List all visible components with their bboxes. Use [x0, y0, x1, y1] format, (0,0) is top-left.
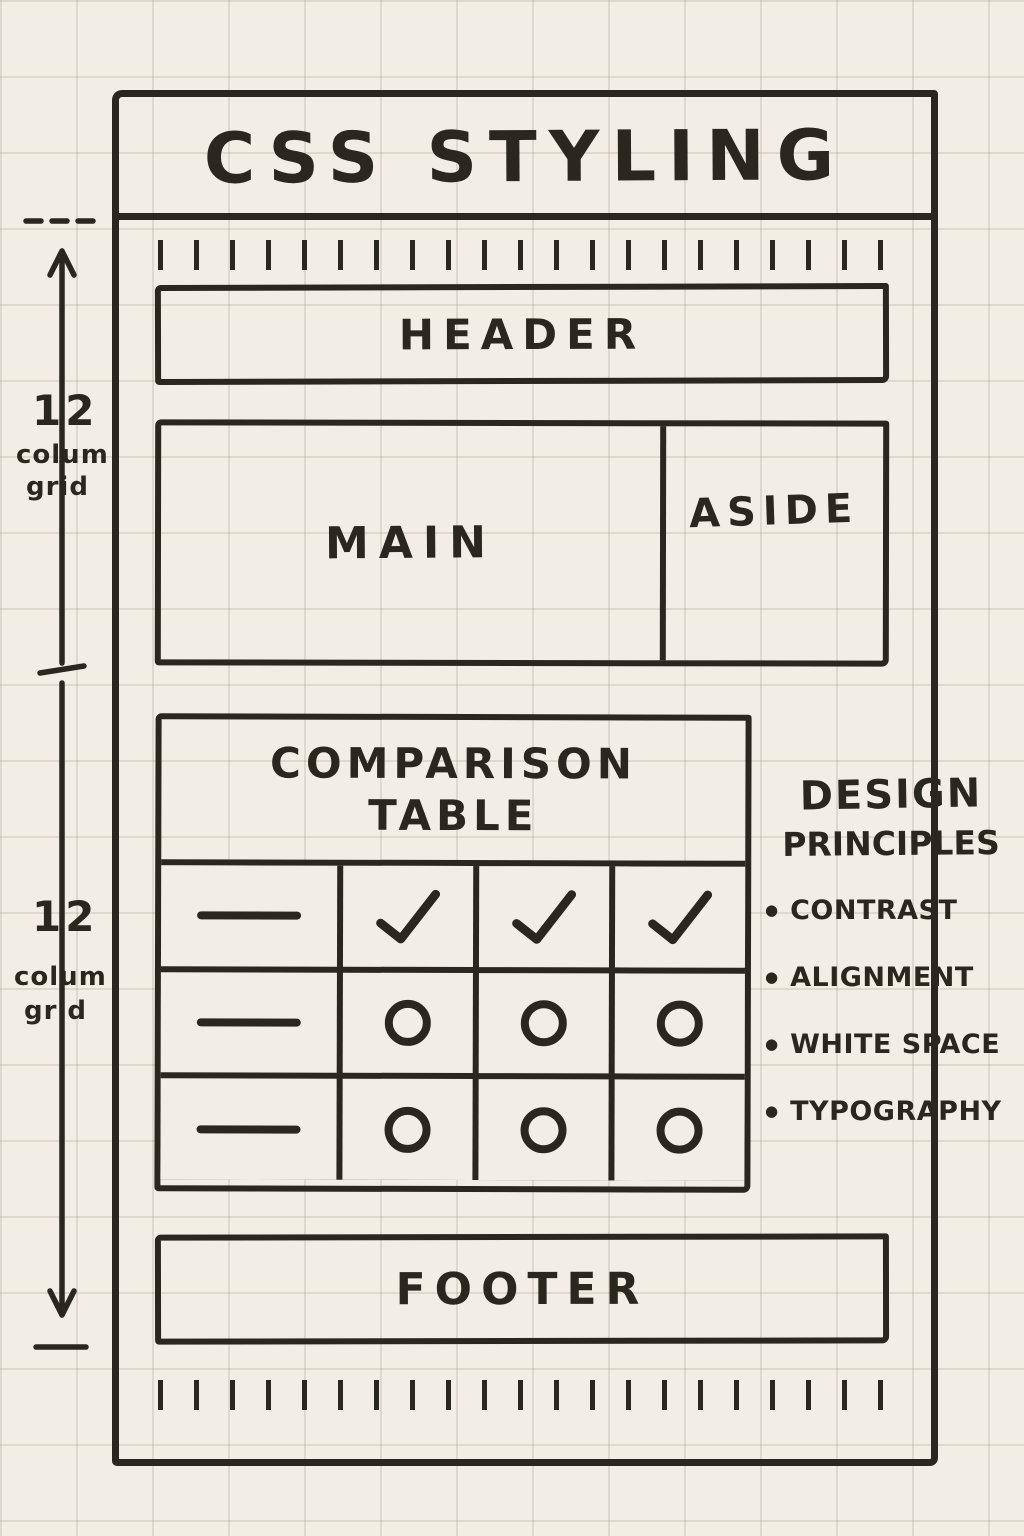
- table-cell-r1c2: [342, 865, 474, 967]
- circle-icon: [520, 1106, 567, 1153]
- list-item: ● ALIGNMENT: [765, 962, 1017, 993]
- arrow-down-icon: [47, 680, 77, 1318]
- comparison-table-section: COMPARISON TABLE: [154, 713, 752, 1193]
- table-cell-r2c3: [478, 972, 609, 1074]
- principle-label: WHITE SPACE: [790, 1029, 1001, 1060]
- grid-count-top: 12: [32, 386, 99, 435]
- comparison-table-title-line2: TABLE: [368, 790, 539, 841]
- dash-icon: [196, 1124, 301, 1134]
- dash-icon: [196, 1018, 301, 1027]
- bullet-icon: ●: [765, 901, 779, 919]
- arrow-up-icon: [47, 248, 77, 666]
- footer-label: FOOTER: [395, 1263, 649, 1315]
- header-section: HEADER: [154, 283, 890, 385]
- grid-span-arrow: [23, 218, 96, 1350]
- header-label: HEADER: [398, 309, 646, 359]
- circle-icon: [384, 999, 431, 1046]
- bullet-icon: ●: [765, 1035, 779, 1053]
- table-cell-r3c1: [160, 1078, 337, 1180]
- mid-tick-icon: [37, 663, 87, 676]
- grid-label-top-line2: grid: [26, 472, 89, 502]
- table-cell-r3c3: [478, 1079, 609, 1181]
- table-cell-r2c2: [342, 972, 473, 1074]
- design-principles-panel: DESIGN PRINCIPLES ● CONTRAST ● ALIGNMENT…: [765, 770, 1017, 1163]
- table-cell-r2c4: [614, 973, 745, 1075]
- principle-label: CONTRAST: [790, 895, 958, 926]
- title-divider: [112, 213, 938, 220]
- principle-label: ALIGNMENT: [790, 962, 974, 993]
- wireframe-frame: [112, 90, 938, 1466]
- table-cell-r1c3: [478, 866, 610, 968]
- design-principles-heading-line1: DESIGN: [799, 770, 983, 820]
- design-principles-heading-line2: PRINCIPLES: [782, 823, 1000, 864]
- principle-label: TYPOGRAPHY: [790, 1096, 1002, 1127]
- dash-icon: [197, 911, 302, 920]
- main-aside-section: MAIN ASIDE: [154, 419, 890, 667]
- grid-label-bottom-line2: grid: [24, 996, 87, 1026]
- check-icon: [512, 890, 577, 945]
- table-cell-r3c4: [614, 1079, 745, 1181]
- list-item: ● WHITE SPACE: [765, 1029, 1017, 1060]
- list-item: ● TYPOGRAPHY: [765, 1096, 1017, 1127]
- ruler-ticks-top: [158, 240, 892, 270]
- bullet-icon: ●: [765, 1102, 779, 1120]
- ruler-ticks-bottom: [158, 1380, 892, 1410]
- main-region: MAIN: [161, 425, 660, 660]
- table-cell-r1c4: [614, 866, 746, 968]
- circle-icon: [384, 1106, 431, 1153]
- table-cell-r1c1: [160, 865, 338, 967]
- comparison-grid: [160, 865, 746, 1181]
- list-item: ● CONTRAST: [765, 895, 1017, 926]
- footer-section: FOOTER: [154, 1233, 890, 1345]
- page-title: CSS STYLING: [203, 114, 847, 200]
- aside-label: ASIDE: [688, 485, 861, 538]
- aside-region: ASIDE: [659, 426, 884, 661]
- comparison-table-title-line1: COMPARISON: [270, 738, 637, 788]
- circle-icon: [656, 1107, 703, 1154]
- main-label: MAIN: [324, 516, 497, 569]
- circle-icon: [656, 1000, 703, 1047]
- table-cell-r2c1: [160, 971, 337, 1074]
- check-icon: [376, 890, 441, 944]
- table-cell-r3c2: [342, 1079, 473, 1181]
- grid-label-bottom-line1: colum: [14, 962, 107, 992]
- check-icon: [648, 890, 713, 945]
- grid-count-bottom: 12: [32, 892, 99, 941]
- design-principles-list: ● CONTRAST ● ALIGNMENT ● WHITE SPACE ● T…: [765, 895, 1017, 1127]
- bullet-icon: ●: [765, 968, 779, 986]
- circle-icon: [520, 1000, 567, 1047]
- comparison-table-title: COMPARISON TABLE: [161, 719, 746, 867]
- grid-label-top-line1: colum: [16, 440, 109, 470]
